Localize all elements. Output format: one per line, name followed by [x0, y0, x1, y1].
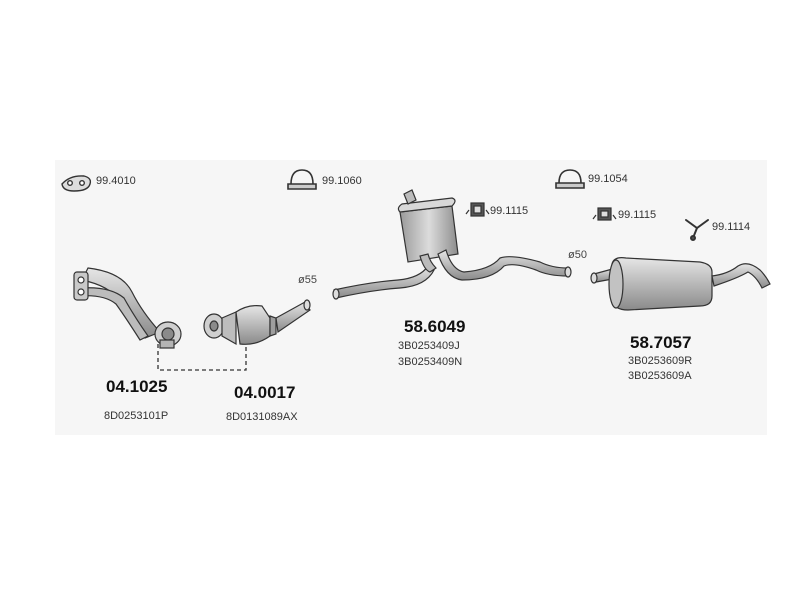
- front-pipe: [73, 267, 182, 349]
- rear-diameter-label: ø50: [568, 249, 587, 261]
- clamp-front-part-number: 99.1060: [322, 175, 362, 187]
- middle-silencer-part-number: 58.6049: [404, 317, 466, 336]
- front-pipe-oem: 8D0253101P: [104, 410, 169, 422]
- middle-silencer-oem-1: 3B0253409J: [398, 340, 460, 352]
- catalytic-converter: [203, 299, 311, 346]
- catalyst-oem: 8D0131089AX: [226, 411, 298, 423]
- rubber-mount-icon: [592, 207, 617, 221]
- rear-silencer: [590, 257, 771, 311]
- middle-silencer-oem-2: 3B0253409N: [398, 356, 463, 368]
- rear-silencer-part-number: 58.7057: [630, 333, 692, 352]
- middle-silencer: [332, 189, 572, 300]
- rear-silencer-oem-1: 3B0253609R: [628, 355, 693, 367]
- catalyst-part-number: 04.0017: [234, 383, 296, 402]
- gasket-flange-part-number: 99.4010: [96, 175, 136, 187]
- front-pipe-part-number: 04.1025: [106, 377, 168, 396]
- bracket-icon: [685, 219, 709, 241]
- rubber-mount-rear-part-number: 99.1115: [618, 209, 657, 221]
- gasket-flange-icon: [61, 175, 92, 192]
- rear-silencer-oem-2: 3B0253609A: [628, 370, 692, 382]
- front-diameter-label: ø55: [298, 274, 317, 286]
- rubber-mount-icon: [465, 202, 490, 217]
- clamp-icon: [555, 169, 585, 189]
- clamp-icon: [287, 169, 317, 190]
- rubber-mount-mid-part-number: 99.1115: [490, 205, 529, 217]
- bracket-rear-part-number: 99.1114: [712, 221, 751, 233]
- clamp-rear-part-number: 99.1054: [588, 173, 628, 185]
- connection-dashed-line: [157, 344, 247, 371]
